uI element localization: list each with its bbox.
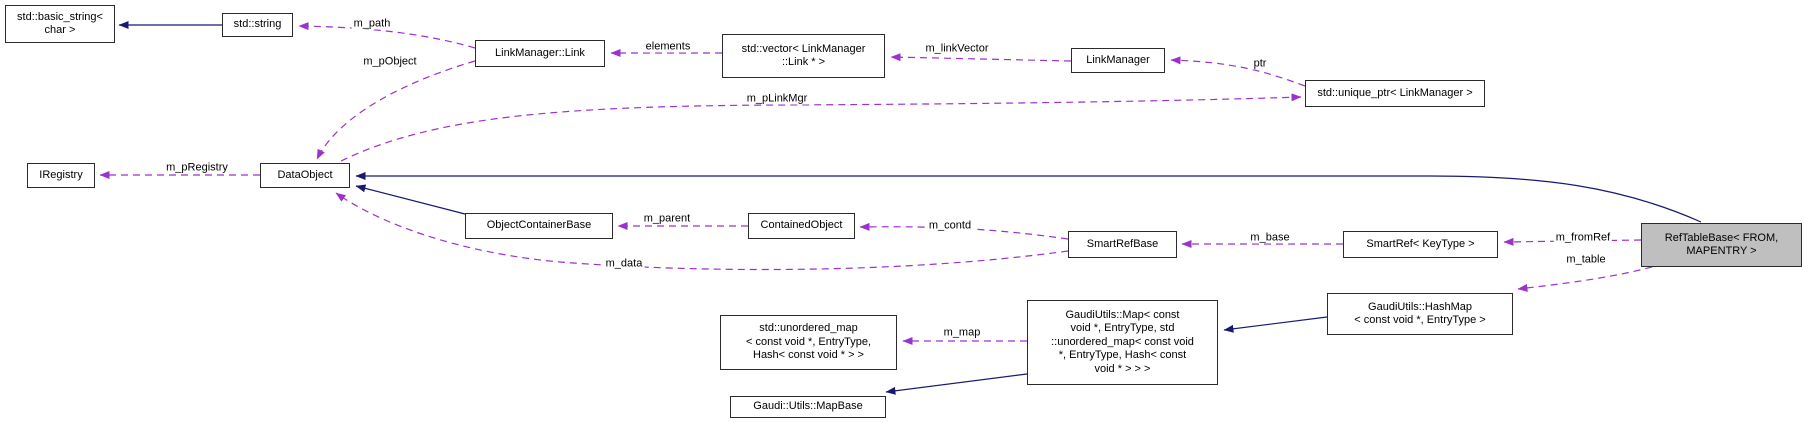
edge-objectcontainerbase-to-dataobject [355,184,466,215]
edge-map-to-mapbase [885,373,1028,395]
edge-label-m-base: m_base [1248,231,1292,244]
node-gaudi-utils-mapbase[interactable]: Gaudi::Utils::MapBase [730,396,886,418]
node-dataobject[interactable]: DataObject [260,163,350,188]
edge-label-m-pregistry: m_pRegistry [164,161,230,174]
edge-m-plinkmgr [340,93,1302,162]
node-std-string[interactable]: std::string [222,13,293,37]
node-gaudiutils-hashmap[interactable]: GaudiUtils::HashMap < const void *, Entr… [1327,293,1513,335]
node-gaudiutils-map[interactable]: GaudiUtils::Map< const void *, EntryType… [1027,300,1218,385]
edge-m-fromref [1503,237,1642,246]
node-containedobject[interactable]: ContainedObject [748,213,855,239]
edge-label-m-plinkmgr: m_pLinkMgr [744,92,810,105]
edge-label-ptr: ptr [1251,57,1269,70]
edge-label-m-map: m_map [941,326,983,339]
edge-m-path [298,22,476,49]
edge-m-linkvector [890,53,1072,62]
edge-label-elements: elements [643,40,693,53]
edge-label-m-fromref: m_fromRef [1553,231,1613,244]
node-std-basic-string[interactable]: std::basic_string< char > [5,5,115,43]
node-linkmanager[interactable]: LinkManager [1071,48,1165,73]
edge-m-table [1517,266,1653,292]
edge-label-m-parent: m_parent [641,212,693,225]
edge-label-m-data: m_data [603,257,645,270]
edge-label-m-pobject: m_pObject [361,55,419,68]
edge-label-m-table: m_table [1564,253,1608,266]
node-std-unique-ptr[interactable]: std::unique_ptr< LinkManager > [1305,80,1485,107]
edge-label-m-linkvector: m_linkVector [923,42,991,55]
node-smartref-keytype[interactable]: SmartRef< KeyType > [1343,231,1498,258]
node-std-unordered-map[interactable]: std::unordered_map < const void *, Entry… [720,315,897,370]
node-iregistry[interactable]: IRegistry [27,163,95,188]
node-smartrefbase[interactable]: SmartRefBase [1068,231,1177,258]
edge-label-m-path: m_path [351,17,393,30]
edge-hashmap-to-map [1223,316,1328,333]
node-reftablebase: RefTableBase< FROM, MAPENTRY > [1641,223,1802,267]
edge-m-contd [859,222,1069,240]
node-objectcontainerbase[interactable]: ObjectContainerBase [465,213,613,239]
edge-m-pobject [316,60,476,160]
edge-label-m-contd: m_contd [926,219,974,232]
edge-ptr [1170,56,1306,87]
edge-reftablebase-to-dataobject [355,172,1702,223]
node-std-vector-link[interactable]: std::vector< LinkManager ::Link * > [722,34,885,78]
node-linkmanager-link[interactable]: LinkManager::Link [475,40,605,67]
